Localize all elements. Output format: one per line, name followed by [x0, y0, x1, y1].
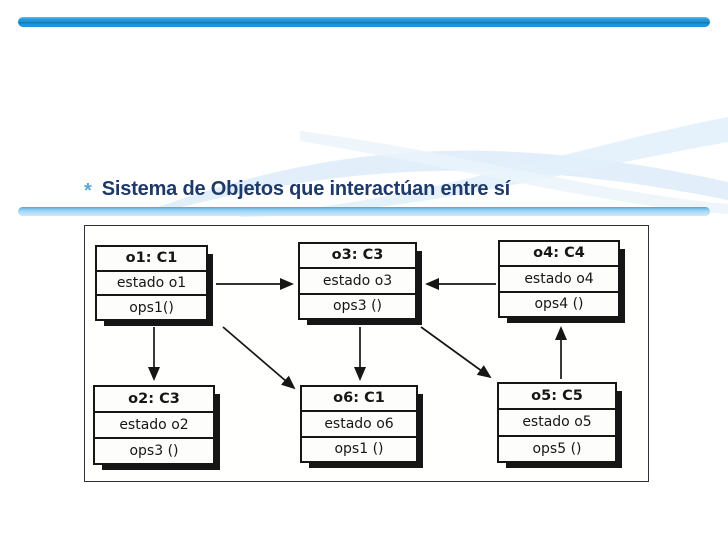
title-bullet: * [84, 180, 92, 202]
object-box-o4: o4: C4 estado o4 ops4 () [498, 240, 620, 318]
object-box-o2-estado: estado o2 [95, 411, 213, 437]
object-box-o5-ops: ops5 () [499, 434, 615, 461]
title-divider-bar [18, 207, 710, 216]
object-box-o5: o5: C5 estado o5 ops5 () [497, 382, 617, 463]
object-box-o3-title: o3: C3 [331, 247, 384, 264]
object-box-o2-ops: ops3 () [95, 437, 213, 463]
object-box-o6-title: o6: C1 [333, 390, 385, 407]
top-accent-bar [18, 17, 710, 27]
object-box-o1-estado: estado o1 [97, 269, 206, 295]
object-box-o3-ops: ops3 () [300, 292, 415, 318]
object-box-o1-ops: ops1() [97, 294, 206, 319]
object-box-o5-estado: estado o5 [499, 408, 615, 434]
object-box-o2: o2: C3 estado o2 ops3 () [93, 385, 215, 465]
object-box-o6-estado: estado o6 [302, 410, 416, 435]
object-box-o4-estado: estado o4 [500, 265, 618, 290]
swoosh-ribbon-3 [300, 131, 728, 214]
slide-title-row: * Sistema de Objetos que interactúan ent… [84, 177, 704, 202]
object-box-o3: o3: C3 estado o3 ops3 () [298, 242, 417, 320]
object-box-o2-title: o2: C3 [128, 390, 180, 407]
object-box-o6: o6: C1 estado o6 ops1 () [300, 385, 418, 463]
page-title: Sistema de Objetos que interactúan entre… [101, 178, 510, 200]
object-box-o1: o1: C1 estado o1 ops1() [95, 245, 208, 321]
object-box-o5-title: o5: C5 [531, 387, 583, 404]
object-box-o4-ops: ops4 () [500, 290, 618, 316]
object-box-o1-title: o1: C1 [125, 250, 178, 267]
swoosh-ribbon-2 [240, 117, 728, 217]
object-box-o3-estado: estado o3 [300, 267, 415, 292]
object-box-o4-title: o4: C4 [533, 245, 585, 262]
object-box-o6-ops: ops1 () [302, 435, 416, 461]
